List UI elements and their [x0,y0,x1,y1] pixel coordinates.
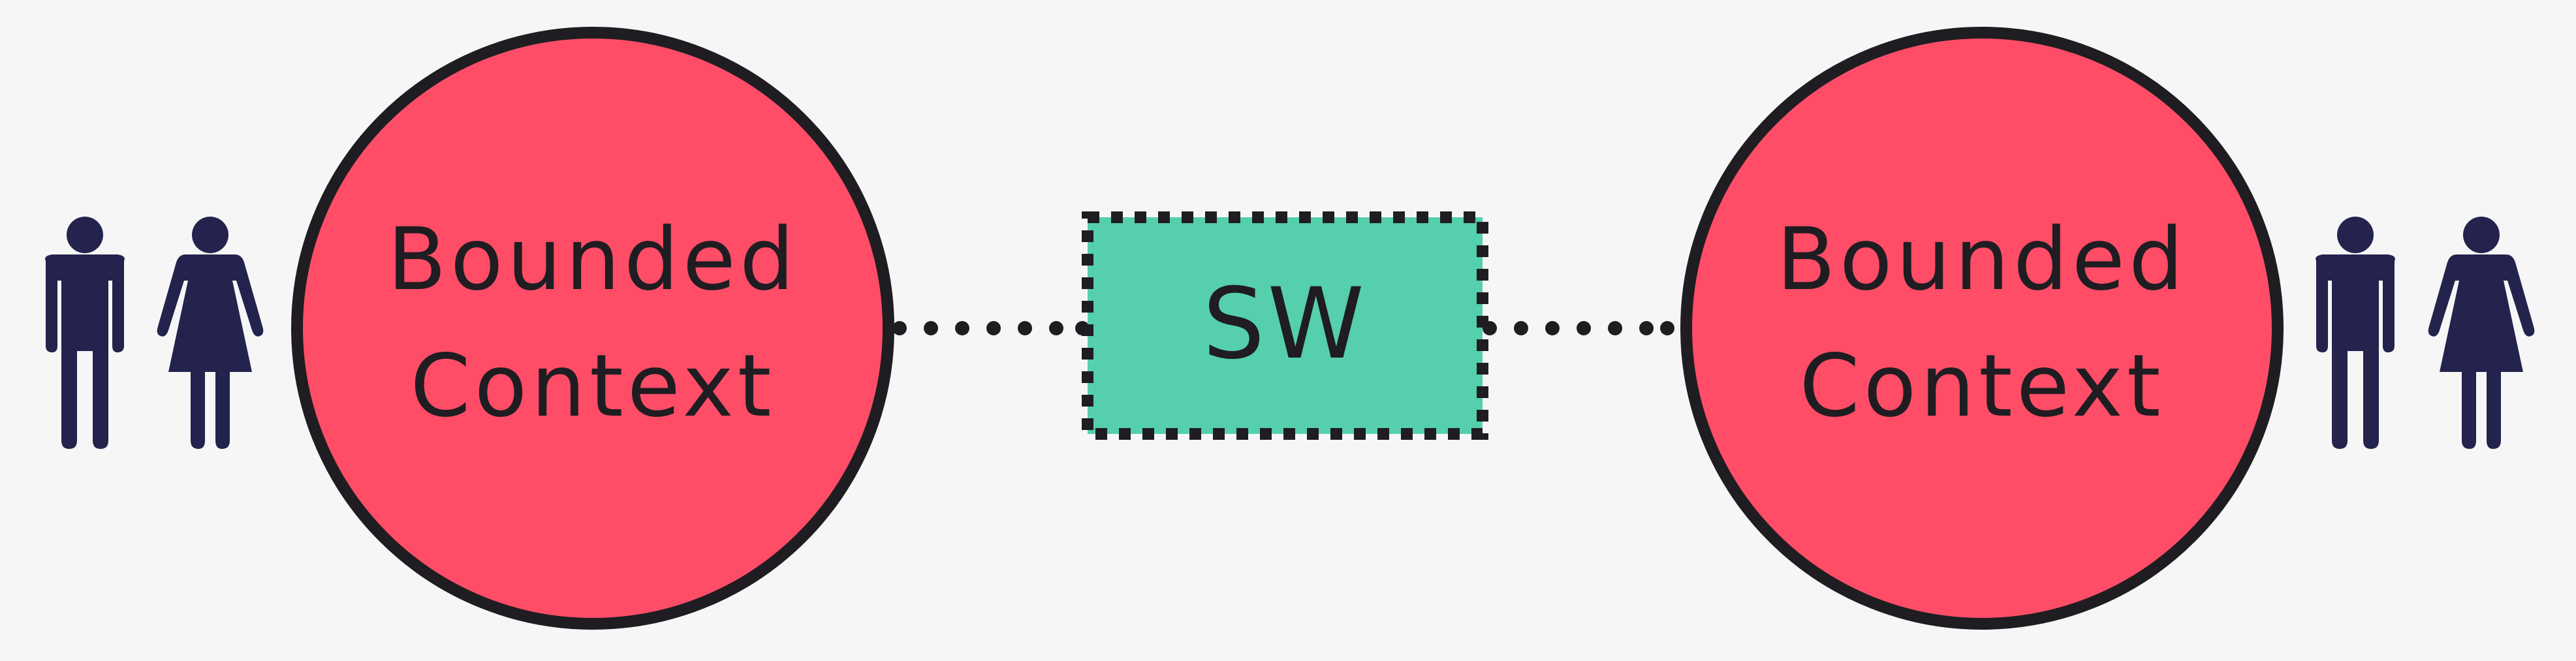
man-icon [45,217,125,449]
left-bounded-context: Bounded Context [291,27,894,630]
right-context-line1: Bounded [1776,209,2187,310]
right-context-line2: Context [1799,336,2164,437]
connector-right [1483,321,1674,335]
right-people [2316,217,2535,449]
man-icon [2316,217,2395,449]
woman-icon [2428,217,2535,449]
left-context-line1: Bounded [387,209,798,310]
left-people [45,217,264,449]
shared-box-label: SW [1202,268,1367,381]
left-context-line2: Context [410,336,775,437]
right-bounded-context: Bounded Context [1680,27,2284,630]
woman-icon [157,217,264,449]
connector-left [892,321,1090,335]
shared-box: SW [1082,211,1488,440]
